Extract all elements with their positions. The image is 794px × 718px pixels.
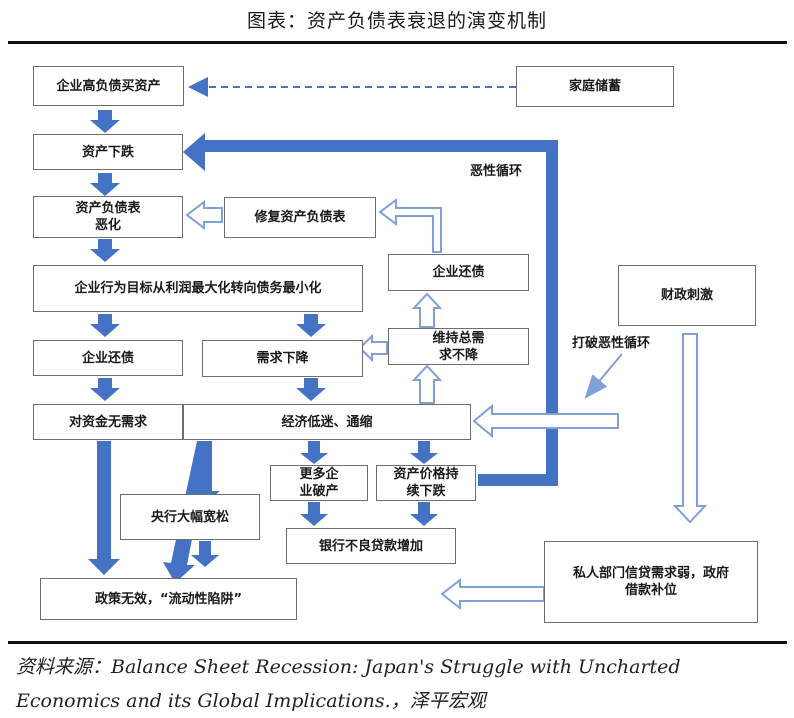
top-rule bbox=[8, 41, 787, 44]
box-corp-repay-left: 企业还债 bbox=[33, 340, 183, 376]
break-cycle-arrow bbox=[584, 353, 623, 399]
source-note: 资料来源：Balance Sheet Recession: Japan's St… bbox=[16, 656, 681, 712]
box-bank-npl: 银行不良贷款增加 bbox=[286, 528, 456, 564]
box-asset-decline: 资产下跌 bbox=[33, 134, 183, 170]
box-no-funding-demand: 对资金无需求 bbox=[33, 404, 183, 440]
down-arrows-left bbox=[88, 110, 326, 575]
box-asset-price-fall: 资产价格持 续下跌 bbox=[376, 465, 476, 501]
box-economic-slump: 经济低迷、通缩 bbox=[183, 404, 471, 440]
box-central-bank-easing: 央行大幅宽松 bbox=[120, 494, 260, 540]
page-title: 图表：资产负债表衰退的演变机制 bbox=[246, 10, 547, 32]
bottom-rule bbox=[8, 641, 787, 644]
box-maintain-demand: 维持总需 求不降 bbox=[388, 328, 529, 365]
box-fiscal-stimulus: 财政刺激 bbox=[618, 265, 756, 326]
box-policy-ineffective: 政策无效，“流动性陷阱” bbox=[40, 578, 297, 620]
box-household-savings: 家庭储蓄 bbox=[516, 66, 674, 107]
label-vicious-cycle: 恶性循环 bbox=[470, 164, 523, 179]
outline-arrows bbox=[185, 198, 708, 611]
box-demand-decline: 需求下降 bbox=[202, 340, 363, 377]
label-break-cycle: 打破恶性循环 bbox=[572, 336, 651, 351]
box-more-bankruptcy: 更多企 业破产 bbox=[270, 465, 368, 501]
box-balance-sheet-worsen: 资产负债表 恶化 bbox=[33, 196, 183, 238]
vicious-cycle-loop bbox=[205, 140, 558, 486]
box-corp-goal-shift: 企业行为目标从利润最大化转向债务最小化 bbox=[33, 265, 363, 312]
box-repair-balance-sheet: 修复资产负债表 bbox=[224, 197, 376, 238]
box-corp-leverage: 企业高负债买资产 bbox=[33, 66, 184, 106]
box-private-credit-weak: 私人部门信贷需求弱，政府 借款补位 bbox=[544, 541, 758, 623]
box-corp-repay-right: 企业还债 bbox=[388, 254, 529, 291]
